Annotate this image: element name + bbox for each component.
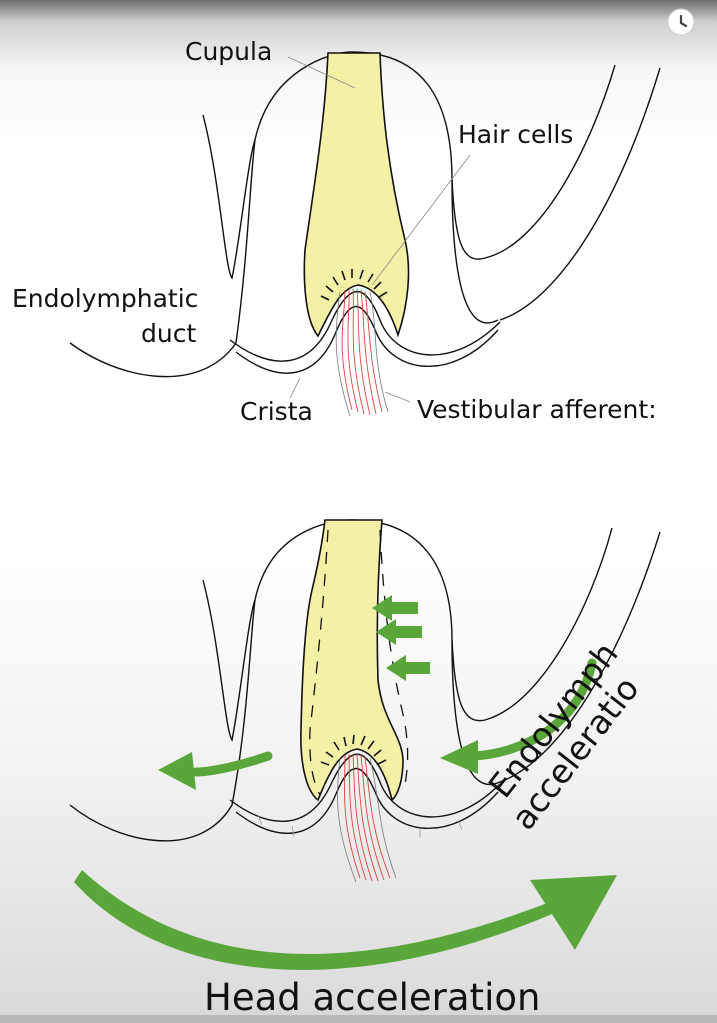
cupula-original-right-dashed: [379, 529, 409, 791]
label-cupula: Cupula: [185, 37, 272, 66]
label-head-acceleration: Head acceleration: [204, 976, 540, 1019]
clock-icon: [667, 8, 695, 36]
video-progress-bar[interactable]: [0, 1015, 717, 1023]
push-arrow-1: [372, 595, 418, 621]
endolymph-flow-left-arrowhead: [158, 752, 196, 790]
head-acceleration-arrowhead: [530, 875, 617, 950]
bottom-panel: [69, 519, 661, 842]
right-canal-inner: [451, 64, 616, 260]
label-vestibular-afferents: Vestibular afferent:: [417, 395, 657, 424]
floor-ticks-bottom: [257, 814, 463, 838]
left-canal-wall-bottom: [202, 579, 256, 742]
clock-button[interactable]: [667, 8, 695, 36]
cupula-top: [303, 52, 410, 338]
label-duct: duct: [141, 319, 196, 348]
push-arrow-2: [376, 619, 422, 645]
crista-floor-outer-bottom: [229, 753, 501, 822]
endolymph-flow-right-arrow: [470, 658, 597, 761]
label-hair-cells: Hair cells: [458, 120, 573, 149]
leader-lines-top: [287, 56, 471, 403]
right-canal-outer: [499, 67, 661, 321]
ampulla-outline: [69, 51, 499, 378]
push-arrow-3: [386, 655, 430, 681]
cupula-bottom: [300, 519, 404, 802]
label-endolymphatic: Endolymphatic: [12, 284, 198, 313]
endolymph-push-arrows: [372, 595, 430, 681]
right-canal-inner-bottom: [451, 527, 613, 722]
vestibular-nerve-bottom: [343, 753, 391, 882]
ampulla-outline-bottom: [69, 519, 501, 842]
crista-floor-outer: [229, 290, 501, 362]
nerve-bundle-outline-bottom: [337, 757, 397, 883]
hair-cells-top: [320, 269, 388, 301]
left-canal-wall: [202, 114, 256, 280]
head-acceleration-arrow: [74, 870, 566, 970]
nerve-bundle-outline-top: [335, 291, 389, 417]
crista-floor-inner-bottom: [235, 767, 499, 834]
right-canal-outer-bottom: [499, 531, 661, 783]
endolymph-flow-right-arrowhead: [440, 740, 478, 774]
cupula-original-left-dashed: [309, 529, 329, 796]
hair-cells-bottom: [320, 734, 387, 766]
vestibular-nerve-top: [341, 288, 383, 416]
label-crista: Crista: [240, 397, 313, 426]
endolymph-flow-left-arrow: [191, 751, 273, 777]
